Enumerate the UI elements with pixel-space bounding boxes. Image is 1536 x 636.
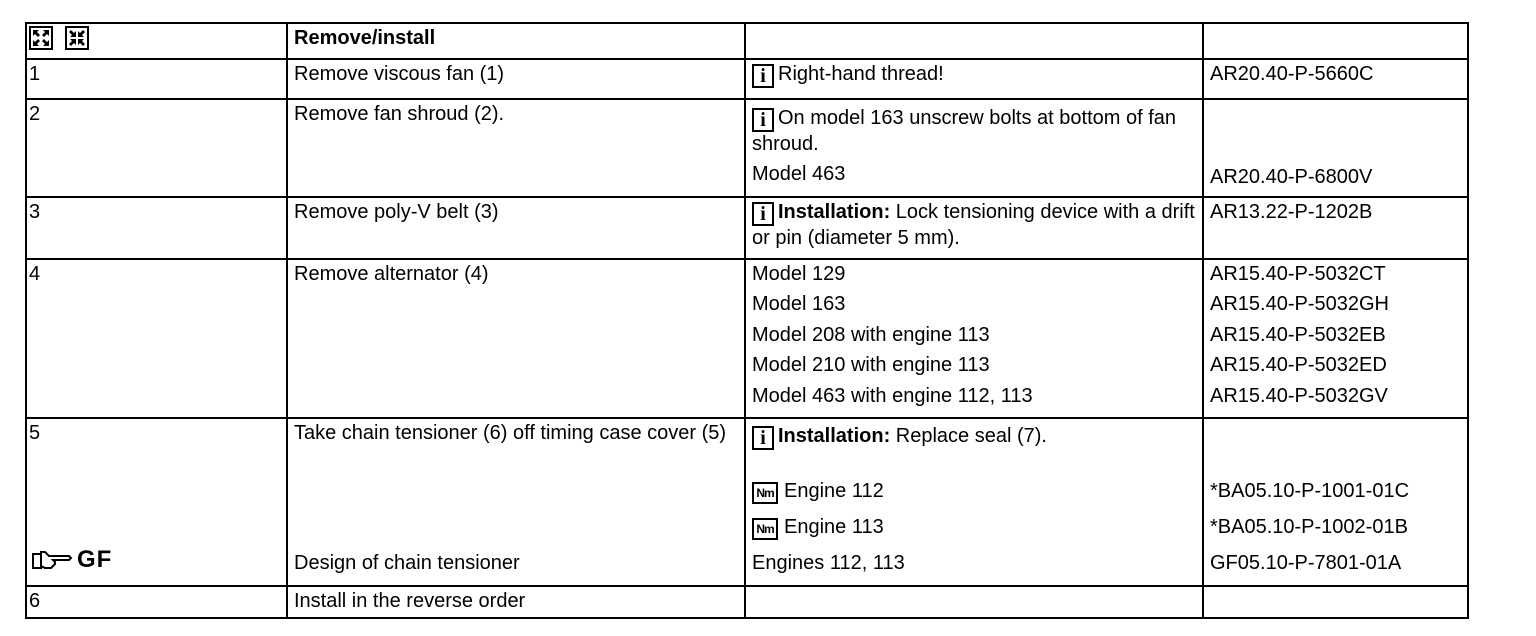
procedure-table: Remove/install 1 Remove viscous fan (1) …: [25, 22, 1469, 619]
gf-engines: Engines 112, 113: [752, 552, 905, 574]
reference-link[interactable]: AR15.40-P-5032GV: [1210, 384, 1388, 407]
reference-link[interactable]: AR15.40-P-5032CT: [1210, 262, 1386, 285]
note-bold-label: Installation:: [778, 425, 891, 447]
collapse-arrows-icon[interactable]: [64, 26, 89, 50]
table-header-row: Remove/install: [25, 22, 1469, 60]
table-row: 6 Install in the reverse order: [25, 585, 1469, 619]
info-icon: i: [752, 201, 774, 226]
info-icon: i: [752, 426, 774, 450]
step-number: 3: [25, 195, 288, 260]
reference-link[interactable]: AR15.40-P-5032GH: [1210, 293, 1389, 315]
header-empty-cell: [744, 22, 1204, 60]
expand-arrows-icon[interactable]: [29, 26, 53, 50]
note-text: Replace seal (7).: [890, 425, 1047, 447]
model-label: Model 463 with engine 112, 113: [752, 384, 1033, 407]
step-action-cell: Take chain tensioner (6) off timing case…: [286, 417, 746, 587]
step-number: 1: [25, 58, 288, 100]
reference-link[interactable]: AR20.40-P-5660C: [1202, 58, 1469, 100]
info-icon: i: [752, 64, 774, 88]
step-action: Remove alternator (4): [286, 257, 746, 419]
reference-cell: AR20.40-P-6800V: [1202, 98, 1469, 198]
gf-reference-link[interactable]: GF05.10-P-7801-01A: [1210, 552, 1402, 574]
info-icon: i: [752, 108, 774, 132]
reference-list: *BA05.10-P-1001-01C *BA05.10-P-1002-01B …: [1202, 417, 1469, 587]
step-number: 2: [25, 98, 288, 198]
gf-reference-marker[interactable]: GF: [31, 547, 112, 572]
step-number-cell: 5 GF: [25, 417, 288, 587]
reference-list: AR15.40-P-5032CT AR15.40-P-5032GH AR15.4…: [1202, 257, 1469, 419]
step-action: Take chain tensioner (6) off timing case…: [294, 422, 727, 444]
reference-link[interactable]: *BA05.10-P-1001-01C: [1210, 480, 1410, 502]
engine-label: Engine 113: [784, 516, 884, 538]
reference-link[interactable]: AR15.40-P-5032EB: [1210, 323, 1386, 346]
note-text: Right-hand thread!: [778, 63, 944, 85]
engine-label: Engine 112: [784, 480, 884, 502]
note-bold-label: Installation:: [778, 200, 891, 223]
table-row: 4 Remove alternator (4) Model 129 Model …: [25, 257, 1469, 419]
table-row: 5 GF Take chain tensioner (6) off timing…: [25, 417, 1469, 587]
step-number: 5: [29, 422, 41, 444]
note-text: Lock tensioning device with a drift or p…: [752, 200, 1195, 249]
gf-label: GF: [77, 546, 113, 573]
model-label: Model 208 with engine 113: [752, 323, 990, 346]
header-icons-cell: [25, 22, 288, 60]
header-title: Remove/install: [286, 22, 746, 60]
step-number: 4: [25, 257, 288, 419]
reference-link[interactable]: AR20.40-P-6800V: [1210, 166, 1373, 188]
header-empty-cell: [1202, 22, 1469, 60]
step-action: Remove fan shroud (2).: [286, 98, 746, 198]
step-action: Install in the reverse order: [286, 585, 746, 619]
note-text: On model 163 unscrew bolts at bottom of …: [752, 107, 1176, 155]
model-label: Model 210 with engine 113: [752, 354, 990, 376]
reference-link[interactable]: *BA05.10-P-1002-01B: [1210, 516, 1408, 538]
empty-cell: [1202, 585, 1469, 619]
model-label: Model 163: [752, 293, 846, 315]
step-number: 6: [25, 585, 288, 619]
model-list: Model 129 Model 163 Model 208 with engin…: [744, 257, 1204, 419]
reference-link[interactable]: AR13.22-P-1202B: [1202, 195, 1469, 260]
pointing-hand-icon: [32, 550, 73, 569]
step-action: Remove viscous fan (1): [286, 58, 746, 100]
empty-cell: [744, 585, 1204, 619]
torque-nm-icon: Nm: [752, 482, 778, 504]
step-action: Remove poly-V belt (3): [286, 195, 746, 260]
torque-nm-icon: Nm: [752, 518, 778, 540]
gf-action: Design of chain tensioner: [294, 552, 520, 574]
model-label: Model 463: [752, 163, 846, 185]
model-label: Model 129: [752, 262, 846, 285]
reference-link[interactable]: AR15.40-P-5032ED: [1210, 354, 1387, 376]
